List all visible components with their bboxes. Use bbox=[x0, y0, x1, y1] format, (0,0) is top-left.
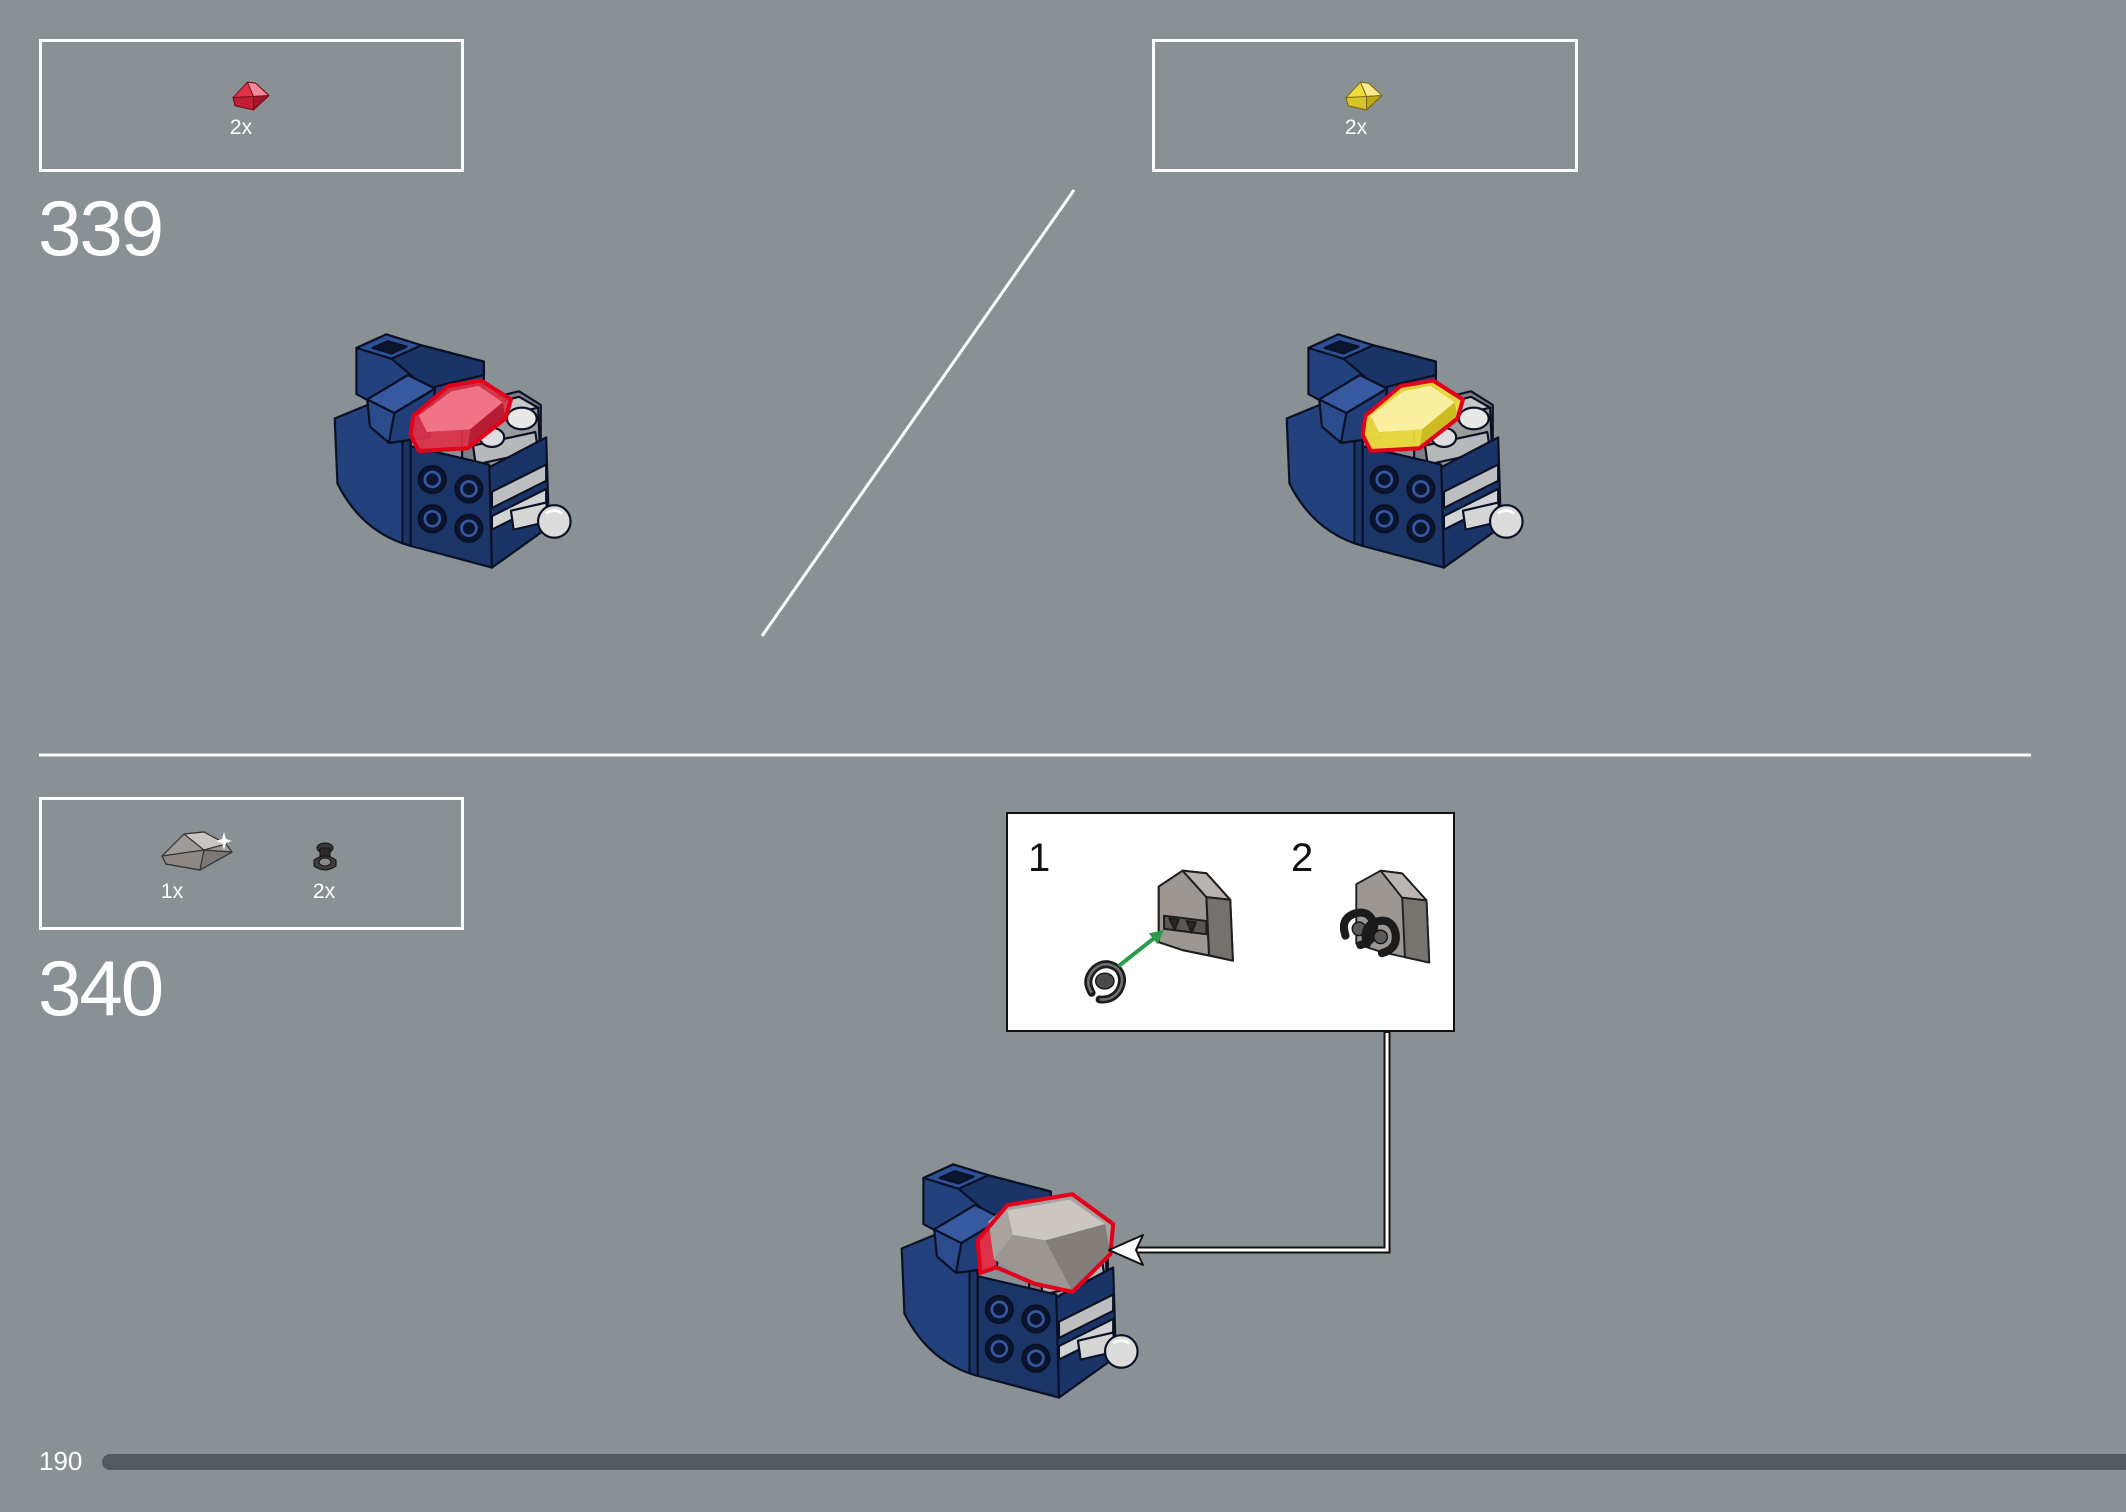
part-quantity: 1x bbox=[160, 880, 184, 903]
substep-label: 1 bbox=[1028, 836, 1051, 880]
highlighted-part bbox=[975, 1192, 1116, 1294]
trans-red-slope-icon bbox=[232, 81, 270, 111]
model-step-339-yellow bbox=[1285, 333, 1524, 569]
progress-bar bbox=[102, 1454, 2126, 1470]
black-clip-icon bbox=[313, 842, 337, 871]
step-number: 340 bbox=[38, 944, 164, 1032]
black-clip-icon bbox=[1084, 960, 1126, 1004]
model-base-assembly bbox=[900, 1163, 1139, 1399]
sub-assembly-callout: 1 2 bbox=[1006, 812, 1455, 1032]
parts-box-step-339-yellow: 2x bbox=[1152, 39, 1578, 172]
parts-box-step-339-red: 2x bbox=[39, 39, 464, 172]
model-step-340 bbox=[900, 1163, 1139, 1399]
model-step-339-red bbox=[333, 333, 572, 569]
highlighted-part bbox=[408, 378, 513, 454]
green-arrow-icon bbox=[1118, 930, 1164, 967]
parts-box-step-340: 1x 2x bbox=[39, 797, 464, 930]
grey-wedge-icon bbox=[161, 831, 233, 871]
callout-connector bbox=[1108, 1032, 1391, 1266]
grey-wedge-icon bbox=[1157, 869, 1234, 962]
highlighted-part bbox=[1360, 378, 1465, 454]
page-number: 190 bbox=[39, 1446, 83, 1476]
part-quantity: 2x bbox=[229, 116, 253, 139]
clipped-wedge-assembly bbox=[1340, 869, 1431, 964]
trans-yellow-slope-icon bbox=[1345, 81, 1383, 111]
progress-bar-fill bbox=[102, 1454, 2126, 1470]
part-quantity: 2x bbox=[312, 880, 336, 903]
substep-label: 2 bbox=[1291, 836, 1314, 880]
part-quantity: 2x bbox=[1344, 116, 1368, 139]
step-number: 339 bbox=[38, 184, 164, 272]
option-divider bbox=[760, 189, 1076, 637]
black-clip-icon bbox=[1361, 916, 1400, 958]
